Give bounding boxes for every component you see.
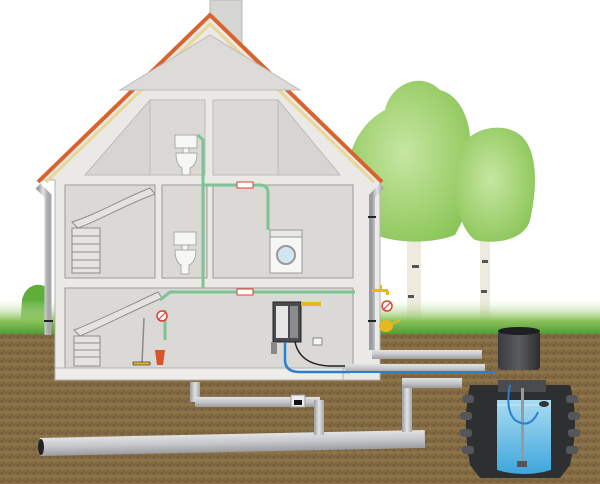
inlet-pipe [345, 350, 495, 373]
no-drinking-sign [381, 300, 393, 312]
wall-socket [312, 337, 323, 346]
underground-rainwater-tank [460, 327, 580, 478]
tank-pipe [521, 388, 524, 464]
downpipe-right [368, 183, 385, 350]
float-ball [539, 401, 549, 407]
power-cable [294, 341, 350, 367]
staircase-lower [73, 291, 163, 367]
overflow-pipe [402, 378, 462, 432]
basement [64, 287, 354, 369]
pipe-tag [236, 288, 254, 296]
gable-roof [36, 12, 384, 184]
bucket [155, 350, 165, 365]
service-water-line [159, 133, 355, 340]
toilet-lower [173, 231, 197, 275]
pump-control-unit [271, 301, 350, 374]
toilet-upper [174, 134, 198, 176]
floating-suction-hose [507, 384, 539, 425]
watering-can [379, 319, 401, 332]
suction-hose [283, 342, 350, 374]
no-drinking-sign [156, 310, 168, 322]
birch-tree-right [455, 127, 535, 325]
washing-machine [269, 229, 303, 274]
pipe-tag [236, 181, 254, 189]
broom [132, 317, 151, 366]
outdoor-tap [372, 285, 389, 295]
staircase-upper [71, 187, 156, 274]
drain-pipe [38, 382, 426, 456]
downpipe-left [35, 183, 53, 335]
